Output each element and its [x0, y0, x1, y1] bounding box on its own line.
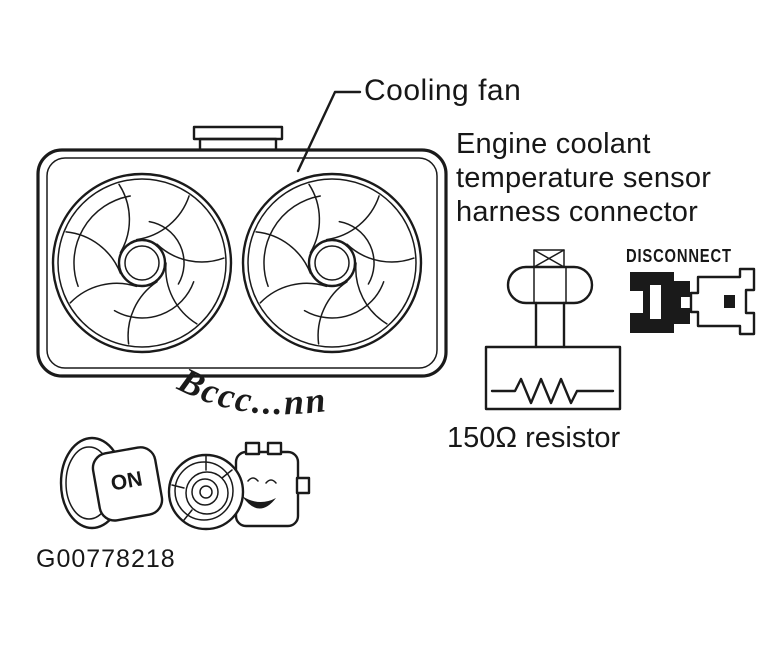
cartoon-right-eye: [265, 479, 277, 484]
coolant-sensor-drawing: [484, 249, 622, 411]
cooling-fan-label: Cooling fan: [364, 74, 522, 107]
disconnect-label: DISCONNECT: [626, 246, 732, 266]
white-connector-half: [689, 267, 756, 336]
sensor-harness-line1: Engine coolant: [456, 128, 651, 160]
resistor-symbol: [490, 377, 615, 405]
sensor-top-cross: [533, 249, 565, 268]
sensor-harness-line3: harness connector: [456, 196, 698, 228]
cooling-fan-assembly: [36, 125, 448, 378]
right-fan: [241, 172, 423, 354]
cooling-fan-leader-line: [296, 90, 362, 173]
sensor-stem: [534, 301, 566, 349]
cartoon-connector-body: [234, 450, 300, 528]
fan-top-bracket: [192, 125, 284, 141]
cartoon-key-and-connector: [59, 436, 311, 531]
disconnect-connector-icons: [630, 267, 756, 336]
sensor-base: [484, 345, 622, 411]
sensor-harness-line2: temperature sensor: [456, 162, 712, 194]
resistor-label: 150Ω resistor: [447, 422, 621, 454]
ignition-key: [91, 446, 164, 522]
figure-id: G00778218: [36, 545, 176, 573]
sensor-harness-label: Engine coolant temperature sensor harnes…: [456, 127, 711, 229]
left-fan: [51, 172, 233, 354]
cartoon-smile: [242, 496, 276, 509]
cartoon-left-eye: [247, 477, 259, 482]
